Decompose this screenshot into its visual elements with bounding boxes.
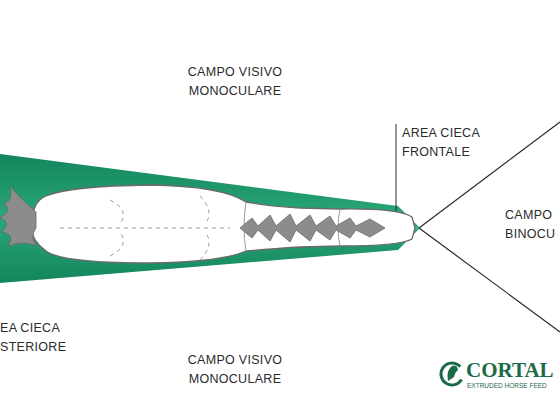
- tail: [0, 186, 36, 246]
- horse-body: [32, 185, 415, 263]
- field-label: CAMPO VISIVO MONOCULARE: [175, 63, 295, 101]
- field-label: CAMPO VISIVO MONOCULARE: [175, 351, 295, 389]
- body-contour-lines: [60, 196, 230, 260]
- leader-line: [396, 124, 397, 214]
- blind-area-field: [0, 154, 420, 283]
- field-label: CAMPO BINOCU: [505, 206, 560, 244]
- mane: [240, 214, 385, 242]
- brand-tagline: EXTRUDED HORSE FEED: [467, 382, 560, 390]
- blind-area-label: EA CIECA STERIORE: [0, 319, 72, 357]
- logo-emblem: [437, 359, 467, 389]
- binocular-boundary: [419, 228, 560, 332]
- blind-area-label: AREA CIECA FRONTALE: [402, 124, 492, 162]
- brand-name: CORTAL: [466, 359, 560, 381]
